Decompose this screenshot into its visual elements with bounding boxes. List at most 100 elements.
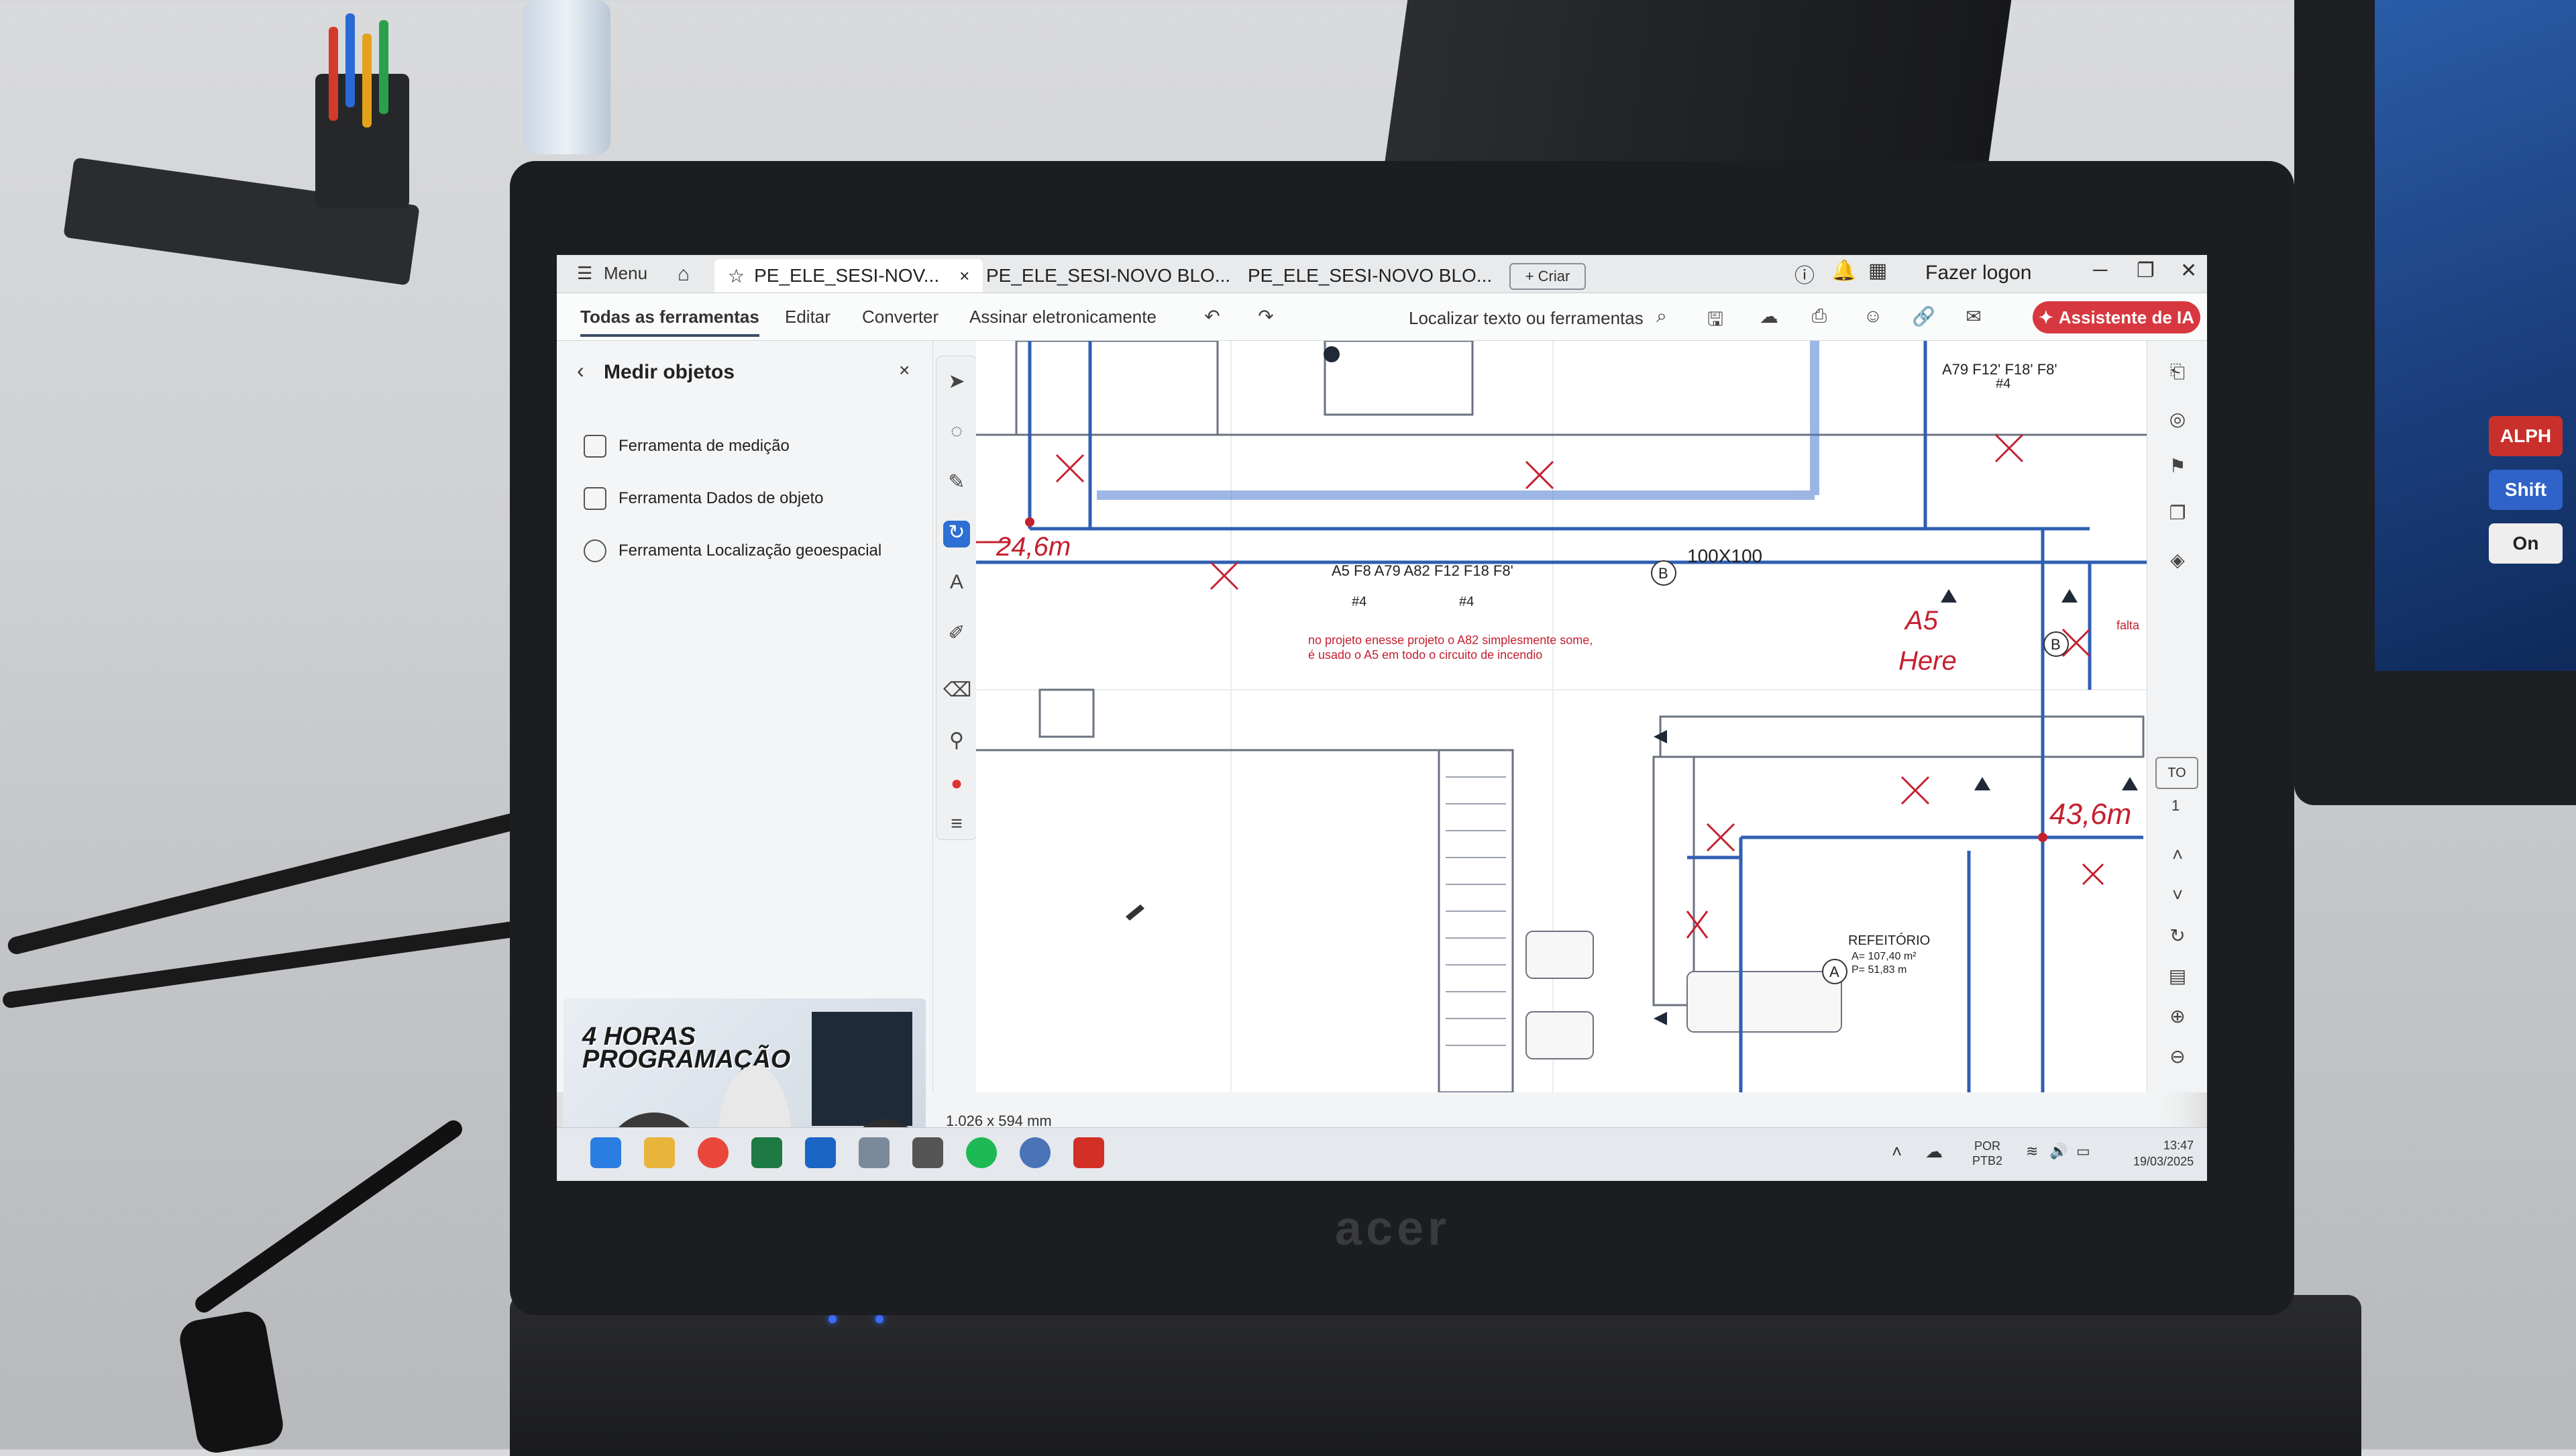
share-user-icon[interactable]: ☺ (1863, 305, 1883, 326)
tab-document-2[interactable]: PE_ELE_SESI-NOVO BLO... (973, 259, 1244, 293)
clock-time: 13:47 (2163, 1139, 2194, 1152)
tab-document-3[interactable]: PE_ELE_SESI-NOVO BLO... (1234, 259, 1505, 293)
back-arrow-icon[interactable]: ‹ (577, 358, 584, 382)
power-plug (176, 1308, 286, 1456)
hamburger-icon[interactable]: ☰ (577, 263, 593, 283)
outlook-icon[interactable] (805, 1137, 836, 1168)
handwritten-note: A5 (1904, 606, 1939, 635)
new-tab-button[interactable]: + Criar (1509, 263, 1586, 290)
tray-chevron-icon[interactable]: ˄ (1892, 1141, 1902, 1161)
eraser-icon[interactable]: ⌫ (943, 679, 972, 701)
comment-bubble-icon[interactable]: ◎ (2169, 409, 2186, 429)
ai-assistant-button[interactable]: ✦ Assistente de IA (2033, 301, 2200, 333)
page-input[interactable]: TO (2155, 757, 2198, 789)
find-tools-field[interactable]: Localizar texto ou ferramentas (1409, 308, 1644, 328)
clock-date: 19/03/2025 (2133, 1155, 2194, 1168)
spotify-icon[interactable] (966, 1137, 997, 1168)
print-icon[interactable]: ⎙ (1811, 305, 1827, 326)
close-icon[interactable]: × (959, 265, 970, 286)
restore-icon[interactable]: ❐ (2137, 260, 2155, 282)
cursor-icon[interactable]: ➤ (948, 370, 965, 393)
mail-icon[interactable]: ✉ (1966, 306, 1982, 327)
undo-icon[interactable]: ↶ (1204, 306, 1220, 327)
water-bottle (523, 0, 610, 154)
layers-icon[interactable]: ◈ (2170, 550, 2185, 570)
fill-icon[interactable]: ✐ (948, 622, 965, 644)
side-monitor: ALPH Shift On (2294, 0, 2576, 805)
tab-all-tools[interactable]: Todas as ferramentas (580, 307, 759, 337)
room-name: REFEITÓRIO (1848, 933, 1930, 948)
battery-icon[interactable]: ▭ (2076, 1143, 2090, 1159)
star-icon[interactable]: ☆ (728, 265, 745, 287)
bookmark-icon[interactable]: ⚑ (2169, 456, 2186, 476)
minimize-icon[interactable]: ─ (2093, 259, 2108, 281)
comment-icon[interactable]: ◌ (951, 420, 963, 442)
zoom-out-icon[interactable]: ⊖ (2169, 1046, 2186, 1067)
chrome-icon[interactable] (698, 1137, 729, 1168)
lasso-icon[interactable]: ↻ (943, 521, 970, 548)
zoom-in-icon[interactable]: ⊕ (2169, 1006, 2186, 1027)
circuit-tag: #4 (1996, 376, 2010, 391)
pen-icon[interactable]: ✎ (948, 471, 965, 493)
settings-icon[interactable] (1020, 1137, 1051, 1168)
object-data-tool[interactable]: Ferramenta Dados de objeto (584, 487, 824, 510)
background-monitor (1383, 0, 2012, 174)
tab-edit[interactable]: Editar (785, 307, 830, 327)
document-canvas[interactable]: B B A 24,6m 43,6m A5 Here 100X100 A79 F1… (976, 341, 2147, 1092)
circuit-labels: A5 F8 A79 A82 F12 F18 F8' (1332, 562, 1513, 579)
page-fit-icon[interactable]: ▤ (2168, 966, 2187, 986)
chevron-down-icon[interactable]: ˅ (2171, 884, 2184, 905)
text-box-icon[interactable]: A (949, 571, 963, 593)
room-perimeter: P= 51,83 m (1851, 964, 1907, 976)
circuit-tag: #4 (1459, 594, 1474, 609)
language-indicator[interactable]: POR PTB2 (1972, 1139, 2002, 1168)
tab-document-1[interactable]: ☆ PE_ELE_SESI-NOV... × (714, 259, 983, 293)
system-clock[interactable]: 13:47 19/03/2025 (2133, 1137, 2194, 1169)
excel-icon[interactable] (751, 1137, 782, 1168)
sign-in-button[interactable]: Fazer logon (1925, 262, 2032, 284)
pin-icon[interactable]: ⚲ (949, 729, 964, 751)
tab-sign[interactable]: Assinar eletronicamente (969, 307, 1157, 327)
language-code: POR (1974, 1139, 2001, 1153)
menu-button[interactable]: Menu (604, 263, 648, 283)
tab-convert[interactable]: Converter (862, 307, 939, 327)
calculator-icon[interactable] (859, 1137, 890, 1168)
tool-label: Ferramenta Localização geoespacial (619, 541, 882, 560)
redo-icon[interactable]: ↷ (1258, 306, 1274, 327)
more-icon[interactable]: ≡ (951, 813, 963, 835)
apps-grid-icon[interactable]: ▦ (1868, 260, 1888, 282)
panel-close-icon[interactable]: × (899, 360, 910, 380)
file-explorer-icon[interactable] (644, 1137, 675, 1168)
rotate-icon[interactable]: ↻ (2169, 925, 2186, 946)
bell-icon[interactable]: 🔔 (1831, 260, 1857, 282)
save-icon[interactable]: 🖫 (1707, 309, 1723, 329)
measurement-tool[interactable]: Ferramenta de medição (584, 435, 790, 458)
help-icon[interactable]: ⓘ (1794, 265, 1815, 287)
phone-link-icon[interactable] (912, 1137, 943, 1168)
laptop-keyboard-base (510, 1295, 2361, 1456)
acrobat-icon[interactable] (1073, 1137, 1104, 1168)
chevron-up-icon[interactable]: ˄ (2171, 844, 2184, 865)
export-icon[interactable]: ⎗ (2169, 361, 2186, 382)
geospatial-tool[interactable]: Ferramenta Localização geoespacial (584, 539, 881, 562)
volume-icon[interactable]: 🔊 (2049, 1143, 2068, 1159)
measurement-annotation: 24,6m (996, 532, 1071, 562)
home-icon[interactable]: ⌂ (678, 263, 690, 285)
window-close-icon[interactable]: ✕ (2180, 260, 2198, 282)
electrical-drawing: B B A 24,6m 43,6m A5 Here 100X100 A79 F1… (976, 341, 2147, 1092)
cloud-icon[interactable]: ☁ (1925, 1141, 1943, 1161)
search-icon[interactable]: ⌕ (1656, 305, 1667, 326)
room-area: A= 107,40 m² (1851, 951, 1917, 962)
quick-tools-bar: ➤ ◌ ✎ ↻ A ✐ ⌫ ⚲ ● ≡ (936, 356, 977, 840)
geolocation-icon (584, 539, 606, 562)
handwritten-note: Here (1898, 646, 1957, 676)
start-icon[interactable] (590, 1137, 621, 1168)
keyboard-layout: PTB2 (1972, 1154, 2003, 1167)
upload-cloud-icon[interactable]: ☁ (1760, 306, 1778, 327)
pages-icon[interactable]: ❐ (2169, 503, 2186, 523)
marker-b: B (1658, 565, 1668, 582)
record-icon[interactable]: ● (950, 772, 963, 794)
circuit-tag: #4 (1352, 594, 1366, 609)
wifi-icon[interactable]: ≋ (2026, 1143, 2039, 1159)
link-icon[interactable]: 🔗 (1912, 306, 1935, 327)
